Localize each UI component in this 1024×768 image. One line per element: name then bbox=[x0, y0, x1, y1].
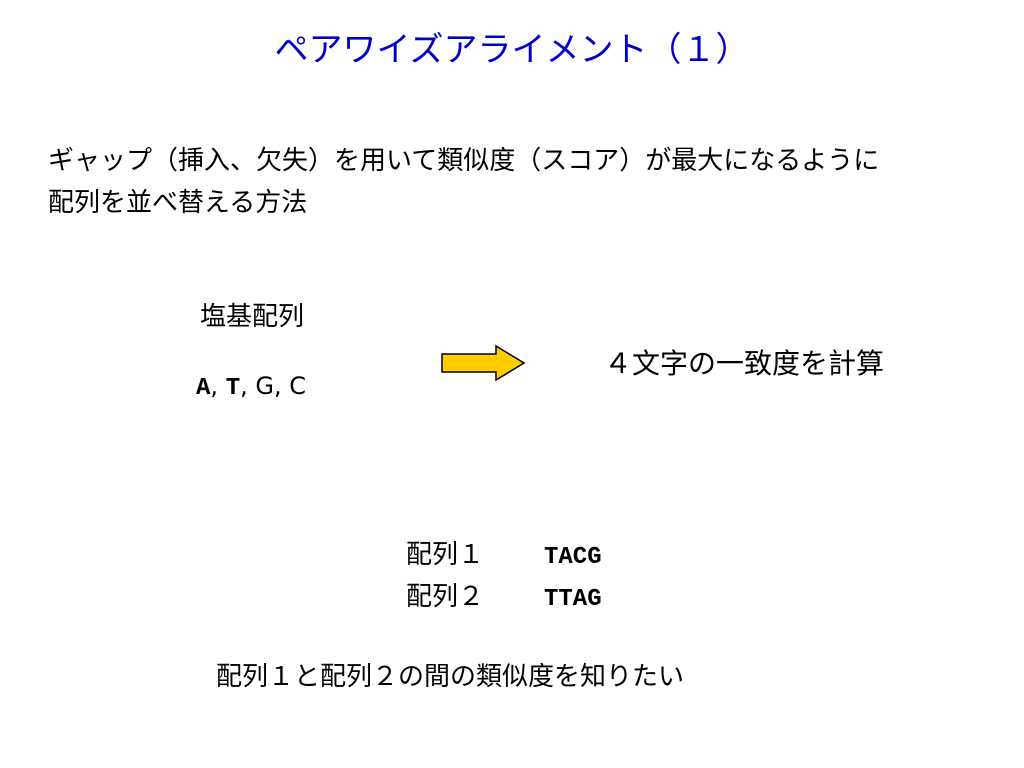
slide-title: ペアワイズアライメント（１） bbox=[274, 30, 750, 70]
description-line-2: 配列を並べ替える方法 bbox=[48, 188, 308, 218]
sequence-row-2: 配列２ TTAG bbox=[406, 576, 602, 613]
sequence-row-1: 配列１ TACG bbox=[406, 534, 602, 571]
sequence-value: TACG bbox=[544, 544, 602, 571]
base-separator: , bbox=[273, 372, 282, 400]
question-text: 配列１と配列２の間の類似度を知りたい bbox=[216, 662, 685, 692]
right-arrow-icon bbox=[441, 344, 526, 382]
description-line-1: ギャップ（挿入、欠失）を用いて類似度（スコア）が最大になるように bbox=[48, 146, 880, 176]
base-letter-g: G bbox=[255, 372, 274, 400]
base-letter-a: A bbox=[196, 375, 211, 402]
conclusion-text: ４文字の一致度を計算 bbox=[604, 347, 885, 380]
base-separator: , bbox=[240, 372, 248, 400]
base-letters: A, T, G, C bbox=[196, 372, 306, 402]
base-letter-c: C bbox=[289, 372, 307, 400]
sequence-value: TTAG bbox=[544, 586, 602, 613]
description: ギャップ（挿入、欠失）を用いて類似度（スコア）が最大になるように 配列を並べ替え… bbox=[48, 140, 879, 224]
sequence-label: 配列２ bbox=[406, 582, 485, 612]
base-letter-t: T bbox=[225, 375, 241, 402]
sequence-label: 配列１ bbox=[406, 540, 485, 570]
base-sequence-label: 塩基配列 bbox=[200, 302, 305, 332]
base-separator: , bbox=[210, 372, 219, 400]
